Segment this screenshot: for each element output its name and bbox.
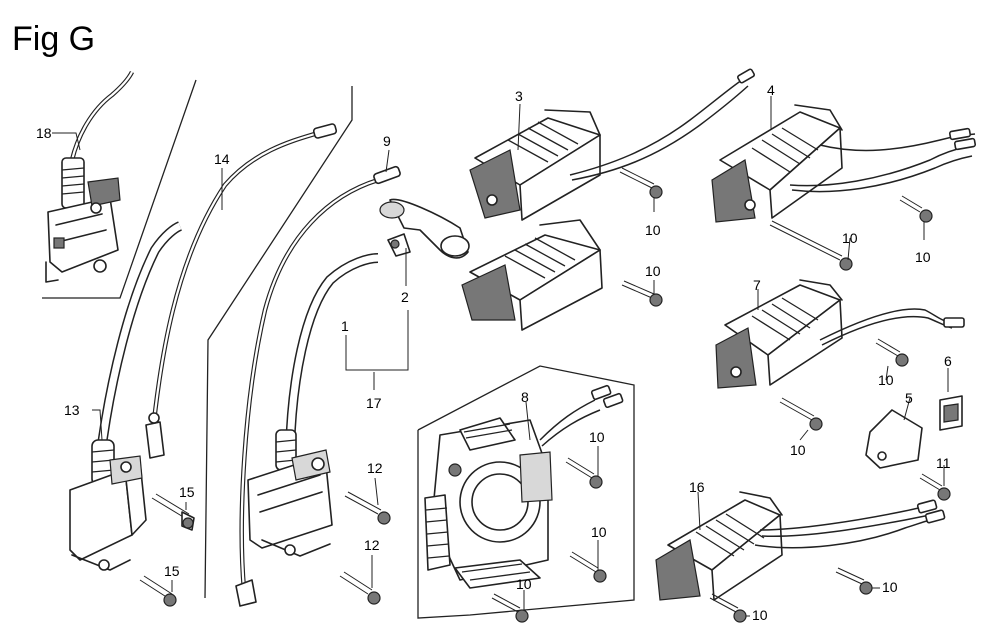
part-10-bolt-g <box>565 457 603 489</box>
callout-10-b: 10 <box>645 263 661 279</box>
part-15-bolt-lower <box>139 575 177 607</box>
part-10-bolt-h <box>569 551 607 583</box>
part-10-bolt-c <box>769 220 853 271</box>
callout-10-j: 10 <box>882 579 898 595</box>
callout-18: 18 <box>36 125 52 141</box>
callout-13: 13 <box>64 402 80 418</box>
figure-title: Fig G <box>12 20 95 58</box>
panel-dividers <box>42 79 635 619</box>
callout-12-upper: 12 <box>367 460 383 476</box>
callout-6: 6 <box>944 353 952 369</box>
callout-10-d: 10 <box>915 249 931 265</box>
part-15-bolt-upper <box>151 493 195 531</box>
callout-10-h: 10 <box>591 524 607 540</box>
callout-11: 11 <box>936 455 951 471</box>
part-18-terminal-assembly <box>45 70 135 283</box>
callout-12-lower: 12 <box>364 537 380 553</box>
callout-15-lower: 15 <box>164 563 180 579</box>
part-10-bolt-f <box>779 397 823 431</box>
part-4-exciter-coil <box>711 104 977 223</box>
part-7-exciter-coil <box>715 279 965 389</box>
callout-10-a: 10 <box>645 222 661 238</box>
part-10-bolt-j <box>835 567 873 595</box>
part-10-bolt-b <box>621 280 663 307</box>
callout-15-upper: 15 <box>179 484 195 500</box>
part-ignition-coil-center <box>247 429 333 557</box>
callout-10-f: 10 <box>790 442 806 458</box>
part-13-ignition-coil <box>69 221 183 571</box>
callout-10-c: 10 <box>842 230 858 246</box>
part-exciter-coil-lower <box>461 219 603 331</box>
part-12-bolt-upper <box>344 491 391 525</box>
callout-10-k: 10 <box>752 607 768 623</box>
callout-2: 2 <box>401 289 409 305</box>
part-10-bolt-a <box>619 167 663 199</box>
leader-lines <box>52 96 949 617</box>
callout-labels: 18 14 9 2 1 17 13 15 15 12 12 3 10 10 4 … <box>36 82 952 623</box>
callout-10-i: 10 <box>516 576 532 592</box>
part-6-grommet <box>939 395 963 431</box>
part-12-bolt-lower <box>339 571 381 605</box>
part-2-plug-cap <box>379 198 470 259</box>
callout-10-e: 10 <box>878 372 894 388</box>
part-16-exciter-coil <box>655 491 946 601</box>
part-10-bolt-i <box>491 593 529 623</box>
callout-1: 1 <box>341 318 349 334</box>
part-11-screw <box>919 473 951 501</box>
part-10-bolt-k <box>709 593 747 623</box>
callout-14: 14 <box>214 151 230 167</box>
callout-8: 8 <box>521 389 529 405</box>
callout-17: 17 <box>366 395 382 411</box>
part-1-high-tension-cord <box>285 253 379 451</box>
callout-9: 9 <box>383 133 391 149</box>
callout-10-g: 10 <box>589 429 605 445</box>
callout-5: 5 <box>905 390 913 406</box>
part-3-exciter-coil <box>469 68 755 221</box>
callout-4: 4 <box>767 82 775 98</box>
part-10-bolt-d <box>899 195 933 223</box>
part-8-stator <box>424 384 624 589</box>
part-10-bolt-e <box>875 338 909 367</box>
callout-7: 7 <box>753 277 761 293</box>
part-9-wire-lead <box>235 165 401 607</box>
callout-3: 3 <box>515 88 523 104</box>
part-5-plate <box>865 409 923 469</box>
callout-16: 16 <box>689 479 705 495</box>
part-14-wire-lead <box>145 123 338 459</box>
